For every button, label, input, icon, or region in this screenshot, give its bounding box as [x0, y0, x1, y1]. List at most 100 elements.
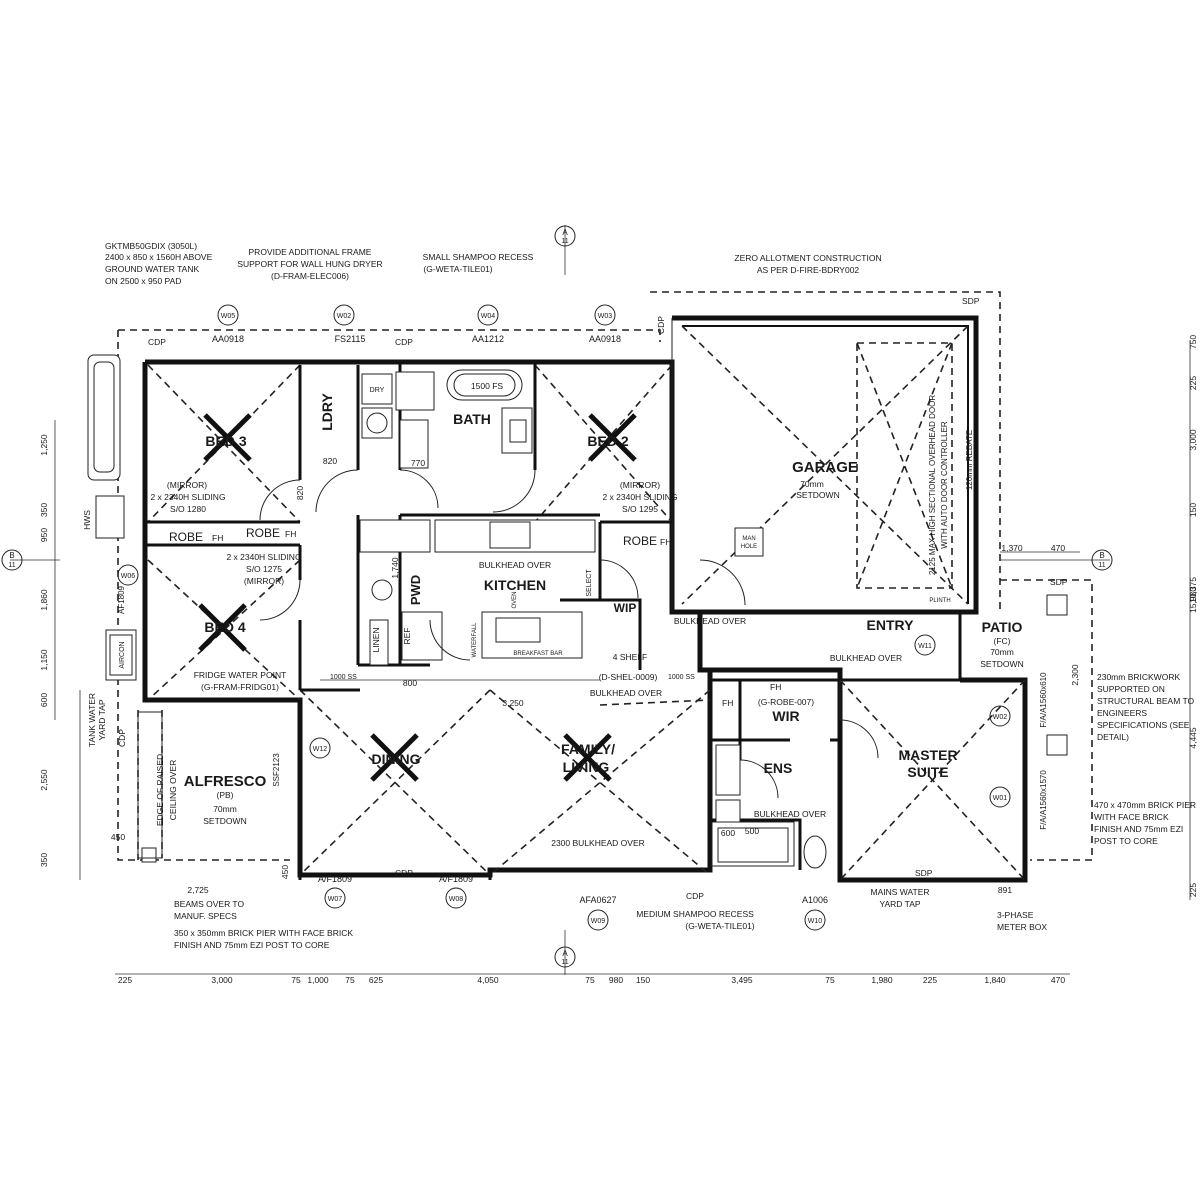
note-brick-2: SUPPORTED ON [1097, 684, 1165, 694]
note-pier350-1: 350 x 350mm BRICK PIER WITH FACE BRICK [174, 928, 353, 938]
dim-left-1: 350 [39, 503, 49, 517]
note-mains-1: MAINS WATER [870, 887, 929, 897]
window-code-af1809-b: A/F1809 [439, 874, 473, 884]
dim-left-0: 1,250 [39, 434, 49, 456]
note-setdown-alfresco: 70mm [213, 804, 237, 814]
dim-right-6: 4,445 [1188, 727, 1198, 749]
note-so-bed3: S/O 1280 [170, 504, 206, 514]
fixtures [87, 354, 1068, 869]
window-code-a1006: A1006 [802, 895, 828, 905]
dim-left-5: 600 [39, 693, 49, 707]
note-edge-2: CEILING OVER [168, 760, 178, 820]
window-w05: W05 [221, 313, 236, 320]
window-code-fs2115: FS2115 [335, 334, 366, 344]
window-w12: W12 [313, 746, 328, 753]
dim-right-1: 225 [1188, 376, 1198, 390]
dim-interior-2: 820 [295, 486, 305, 500]
note-zero-2: AS PER D-FIRE-BDRY002 [757, 265, 860, 275]
note-beams-2: MANUF. SPECS [174, 911, 237, 921]
ceiling-fans [198, 413, 637, 782]
note-sdp-1: SDP [962, 296, 980, 306]
note-so-bed2: S/O 1295 [622, 504, 658, 514]
dim-left-3: 1,860 [39, 589, 49, 611]
dim-left-2: 950 [39, 528, 49, 542]
dim-bottom-8: 980 [609, 975, 623, 985]
room-bed4: BED 4 [204, 619, 245, 635]
dim-interior-14: 500 [745, 826, 759, 836]
note-bulkhead-kitchen: BULKHEAD OVER [479, 560, 551, 570]
dim-bottom-14: 1,840 [984, 975, 1006, 985]
window-w09: W09 [591, 918, 606, 925]
note-plinth: PLINTH [929, 598, 950, 604]
note-sliding-bed2: 2 x 2340H SLIDING [602, 492, 677, 502]
note-fs1500: 1500 FS [471, 381, 503, 391]
note-breakfast-bar: BREAKFAST BAR [513, 651, 563, 657]
note-bulkhead-wip: BULKHEAD OVER [674, 616, 746, 626]
window-w04: W04 [481, 313, 496, 320]
note-cdp-5: CDP [656, 316, 666, 334]
section-top-sub: 11 [561, 238, 568, 245]
room-ens: ENS [764, 760, 793, 776]
note-brick-6: DETAIL) [1097, 732, 1129, 742]
note-setdown-alfresco-2: SETDOWN [203, 816, 246, 826]
dimension-lines [54, 340, 1191, 975]
section-bottom-sub: 11 [561, 959, 568, 966]
note-fh-bed3: FH [212, 533, 223, 543]
note-edge-1: EDGE OF RAISED [155, 754, 165, 826]
section-markers: A 11 A 11 B 11 B 11 [1, 225, 1113, 975]
note-tank-2: 2400 x 850 x 1560H ABOVE [105, 252, 213, 262]
section-left: B [9, 551, 14, 560]
note-bulkhead-entry: BULKHEAD OVER [830, 653, 902, 663]
room-wir: WIR [772, 708, 799, 724]
dim-right-0: 750 [1188, 335, 1198, 349]
note-shelf-code: (D-SHEL-0009) [599, 672, 658, 682]
door-swings [259, 469, 879, 799]
note-garage-door-1: 2125 MAX HIGH SECTIONAL OVERHEAD DOOR [928, 395, 937, 575]
dim-right-5: 15,980 [1188, 587, 1198, 613]
dim-bottom-10: 3,495 [731, 975, 753, 985]
dim-left-6: 2,550 [39, 769, 49, 791]
note-cdp-4: CDP [686, 891, 704, 901]
note-linen: LINEN [371, 627, 381, 652]
dim-right-2: 3,000 [1188, 429, 1198, 451]
note-pier470-1: 470 x 470mm BRICK PIER [1094, 800, 1196, 810]
window-code-aa0918-a: AA0918 [212, 334, 244, 344]
dim-bottom-13: 225 [923, 975, 937, 985]
note-fh-bed2: FH [660, 537, 671, 547]
dim-interior-7: 2,300 [1070, 664, 1080, 686]
window-code-fa1570: F/A/A1560x1570 [1039, 770, 1048, 830]
note-aircon: AIRCON [119, 641, 126, 668]
dim-left-4: 1,150 [39, 649, 49, 671]
note-fridge-2: (G-FRAM-FRIDG01) [201, 682, 279, 692]
dim-interior-0: 820 [323, 456, 337, 466]
room-dining: DINING [372, 751, 421, 767]
dim-interior-1: 770 [411, 458, 425, 468]
note-shampoo-1: SMALL SHAMPOO RECESS [423, 252, 534, 262]
note-mirror-bed2: (MIRROR) [620, 480, 660, 490]
dim-right-3: 150 [1188, 503, 1198, 517]
note-sliding-bed4: 2 x 2340H SLIDING [226, 552, 301, 562]
dim-interior-13: 600 [721, 828, 735, 838]
note-frame-3: (D-FRAM-ELEC006) [271, 271, 349, 281]
note-frame-2: SUPPORT FOR WALL HUNG DRYER [237, 259, 382, 269]
note-setdown-patio: 70mm [990, 647, 1014, 657]
room-bath: BATH [453, 411, 491, 427]
window-w07: W07 [328, 896, 343, 903]
note-fh-bed4: FH [285, 529, 296, 539]
window-code-ssf2123: SSF2123 [272, 753, 281, 787]
section-top: A [562, 228, 568, 237]
dim-bottom-4: 75 [345, 975, 355, 985]
note-shelf: 4 SHELF [613, 652, 648, 662]
room-entry: ENTRY [867, 617, 915, 633]
note-ref: REF [402, 628, 412, 645]
window-code-af1809-a: A/F1809 [318, 874, 352, 884]
dim-bottom-7: 75 [585, 975, 595, 985]
note-cdp-6: CDP [117, 729, 127, 747]
section-right: B [1099, 551, 1104, 560]
window-code-aa0918-b: AA0918 [589, 334, 621, 344]
note-zero-1: ZERO ALLOTMENT CONSTRUCTION [734, 253, 881, 263]
